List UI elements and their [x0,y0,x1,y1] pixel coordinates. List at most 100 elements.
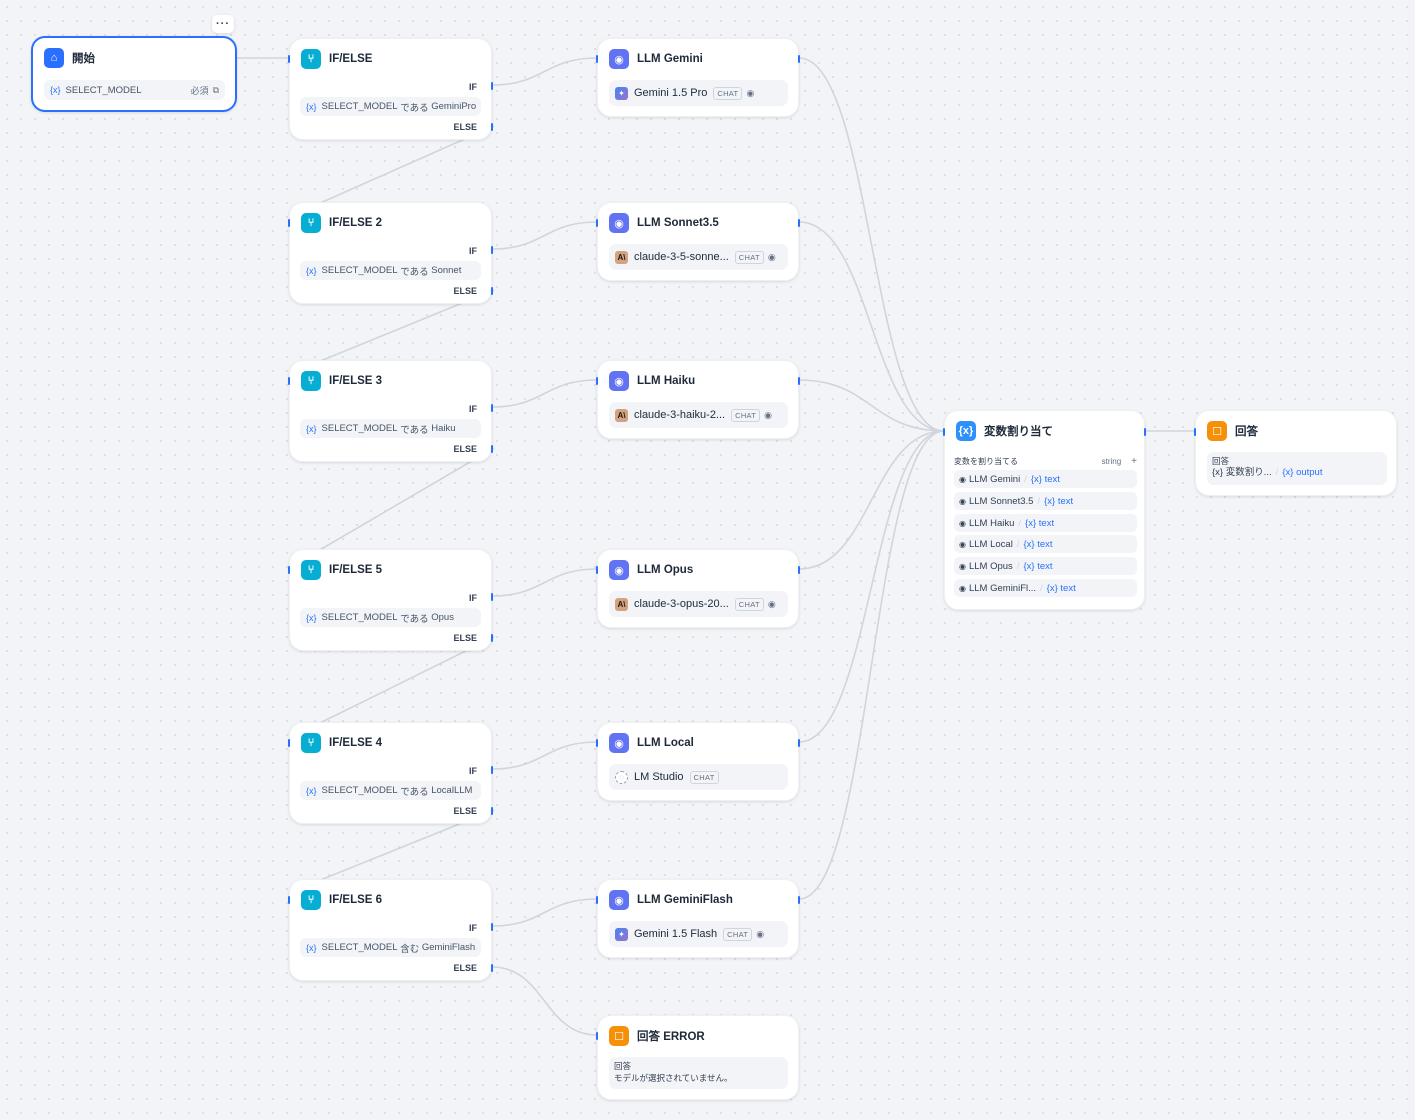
input-handle[interactable] [1194,428,1196,436]
model-selector[interactable]: A\claude-3-5-sonne...CHAT◉ [609,244,788,270]
assigner-item[interactable]: ◉LLM Sonnet3.5/{x} text [954,492,1137,510]
if-output-handle[interactable] [491,766,493,774]
variable-icon: {x} [956,421,976,441]
ifelse-node-6[interactable]: ⑂IF/ELSE 6 IF {x}SELECT_MODEL 含む GeminiF… [288,879,493,981]
condition-row[interactable]: {x}SELECT_MODEL である Sonnet [300,261,481,280]
input-handle[interactable] [288,219,290,227]
condition-operator: 含む [400,943,420,955]
edge-if-to-llm [491,221,598,250]
if-output-handle[interactable] [491,82,493,90]
if-label: IF [469,923,477,933]
ifelse-node-3[interactable]: ⑂IF/ELSE 3 IF {x}SELECT_MODEL である Haiku … [288,360,493,462]
answer-content[interactable]: 回答 {x} 変数割り... / {x} output [1207,452,1387,485]
model-selector[interactable]: A\claude-3-haiku-2...CHAT◉ [609,402,788,428]
assigner-item[interactable]: ◉LLM Local/{x} text [954,535,1137,553]
llm-title: LLM GeminiFlash [637,894,733,906]
condition-row[interactable]: {x}SELECT_MODEL である Opus [300,608,481,627]
else-output-handle[interactable] [491,964,493,972]
assigner-item[interactable]: ◉LLM Opus/{x} text [954,557,1137,575]
ifelse-node-5[interactable]: ⑂IF/ELSE 5 IF {x}SELECT_MODEL である Opus E… [288,549,493,651]
output-handle[interactable] [798,566,800,574]
if-output-handle[interactable] [491,246,493,254]
else-output-handle[interactable] [491,807,493,815]
output-handle[interactable] [798,896,800,904]
input-handle[interactable] [596,896,598,904]
else-output-handle[interactable] [491,123,493,131]
start-node[interactable]: ⌂ 開始 {x} SELECT_MODEL 必須 ⧉ [31,36,237,112]
llm-node-sonnet[interactable]: ◉LLM Sonnet3.5 A\claude-3-5-sonne...CHAT… [596,202,800,281]
assigner-item-output: text [1037,538,1053,550]
llm-icon: ◉ [959,539,966,549]
output-handle[interactable] [798,55,800,63]
variable-assigner-node[interactable]: {x}変数割り当て 変数を割り当てる string + ◉LLM Gemini/… [943,410,1146,610]
variable-icon: {x} [306,942,317,953]
ifelse-node-2[interactable]: ⑂IF/ELSE 2 IF {x}SELECT_MODEL である Sonnet… [288,202,493,304]
condition-row[interactable]: {x}SELECT_MODEL である LocalLLM [300,781,481,800]
condition-row[interactable]: {x}SELECT_MODEL 含む GeminiFlash [300,938,481,957]
mode-badge: CHAT [731,408,761,422]
assigner-item[interactable]: ◉LLM Haiku/{x} text [954,514,1137,532]
ifelse-node-1[interactable]: ⑂IF/ELSE IF {x}SELECT_MODEL である GeminiPr… [288,38,493,140]
input-handle[interactable] [288,377,290,385]
llm-node-opus[interactable]: ◉LLM Opus A\claude-3-opus-20...CHAT◉ [596,549,800,628]
mode-badge: CHAT [734,250,764,264]
input-handle[interactable] [596,566,598,574]
vision-icon: ◉ [767,251,776,262]
edge-llm-to-assigner [798,221,945,432]
input-handle[interactable] [288,896,290,904]
anthropic-icon: A\ [615,597,628,611]
if-output-handle[interactable] [491,404,493,412]
assigner-type: string [1101,456,1122,466]
output-handle[interactable] [798,739,800,747]
assigner-item[interactable]: ◉LLM Gemini/{x} text [954,470,1137,488]
input-handle[interactable] [943,428,945,436]
condition-row[interactable]: {x}SELECT_MODEL である Haiku [300,419,481,438]
else-output-handle[interactable] [491,445,493,453]
lm-studio-icon: ◌ [615,770,628,784]
ifelse-title: IF/ELSE 3 [329,375,383,387]
mode-badge: CHAT [713,86,743,100]
output-handle[interactable] [1144,428,1146,436]
answer-node[interactable]: ☐回答 回答 {x} 変数割り... / {x} output [1194,410,1397,496]
input-handle[interactable] [596,1032,598,1040]
if-output-handle[interactable] [491,593,493,601]
assigner-item[interactable]: ◉LLM GeminiFl.../{x} text [954,579,1137,597]
output-handle[interactable] [798,377,800,385]
start-output-handle[interactable] [235,59,237,67]
if-output-handle[interactable] [491,923,493,931]
edge-llm-to-assigner [798,379,945,432]
add-variable-button[interactable]: + [1131,455,1137,467]
gemini-icon: ✦ [615,927,628,941]
answer-label: 回答 [1212,456,1230,466]
ifelse-node-4[interactable]: ⑂IF/ELSE 4 IF {x}SELECT_MODEL である LocalL… [288,722,493,824]
else-output-handle[interactable] [491,287,493,295]
variable-icon: {x} [306,612,317,623]
llm-title: LLM Haiku [637,375,696,387]
model-selector[interactable]: A\claude-3-opus-20...CHAT◉ [609,591,788,617]
llm-node-haiku[interactable]: ◉LLM Haiku A\claude-3-haiku-2...CHAT◉ [596,360,800,439]
more-options-button[interactable]: ··· [212,15,234,33]
answer-error-node[interactable]: ☐回答 ERROR 回答 モデルが選択されていません。 [596,1015,799,1100]
gemini-icon: ✦ [615,86,628,100]
input-handle[interactable] [288,566,290,574]
else-output-handle[interactable] [491,634,493,642]
input-handle[interactable] [288,739,290,747]
input-handle[interactable] [596,739,598,747]
answer-reference: {x} 変数割り... / {x} output [1212,467,1382,479]
condition-row[interactable]: {x}SELECT_MODEL である GeminiPro [300,97,481,116]
home-icon: ⌂ [44,48,64,68]
condition-operator: である [400,786,429,798]
input-handle[interactable] [596,377,598,385]
input-handle[interactable] [288,55,290,63]
output-handle[interactable] [798,219,800,227]
answer-error-content[interactable]: 回答 モデルが選択されていません。 [609,1057,788,1089]
input-handle[interactable] [596,219,598,227]
start-variable-row[interactable]: {x} SELECT_MODEL 必須 ⧉ [44,80,225,100]
input-handle[interactable] [596,55,598,63]
